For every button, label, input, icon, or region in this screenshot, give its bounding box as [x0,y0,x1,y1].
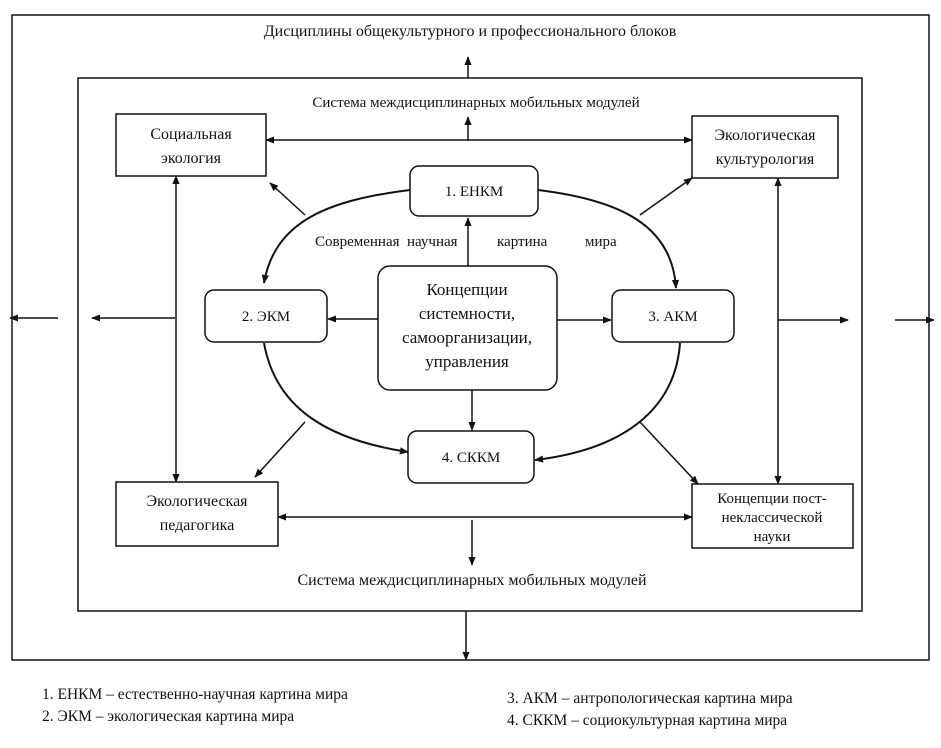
module-system-bottom-label: Система междисциплинарных мобильных моду… [297,572,646,589]
ellipse-arc-top [261,189,411,284]
arrow-to-postnonclassical [639,421,699,485]
svg-text:Социальная: Социальная [150,126,232,143]
ellipse-caption-word-2: научная [407,234,458,250]
ellipse-caption-word-1: Современная [315,234,400,250]
svg-text:Экологическая: Экологическая [714,127,816,144]
legend-item-akm: 3. АКМ – антропологическая картина мира [507,690,793,707]
svg-text:педагогика: педагогика [160,517,235,534]
arrow-to-social-ecology [269,182,306,216]
svg-text:4. СККМ: 4. СККМ [442,450,500,466]
box-social-ecology: Социальная экология [115,113,267,177]
arrow-to-eco-pedagogy [254,421,306,478]
box-ekm: 2. ЭКМ [204,289,328,343]
svg-text:системности,: системности, [419,304,515,323]
arrow-to-eco-culturology [639,177,693,216]
svg-text:управления: управления [425,352,509,371]
ellipse-caption-word-3: картина [497,234,548,250]
svg-text:экология: экология [161,150,222,167]
ellipse-arc-left-bottom [263,342,409,455]
svg-text:1. ЕНКМ: 1. ЕНКМ [445,184,503,200]
ellipse-caption-word-4: мира [585,234,617,250]
svg-text:науки: науки [754,529,791,545]
legend-item-ekm: 2. ЭКМ – экологическая картина мира [42,708,295,725]
legend-left: 1. ЕНКМ – естественно-научная картина ми… [42,684,348,728]
ellipse-arc-top-right [537,189,680,289]
box-eco-culturology: Экологическая культурология [691,115,839,179]
svg-text:3. АКМ: 3. АКМ [648,309,697,325]
box-skkm: 4. СККМ [407,430,535,484]
ellipse-arc-right-bottom [534,342,681,463]
module-system-top-label: Система междисциплинарных мобильных моду… [312,95,639,111]
svg-text:неклассической: неклассической [722,510,823,526]
box-akm: 3. АКМ [611,289,735,343]
box-center-concepts: Концепции системности, самоорганизации, … [377,265,558,391]
inner-frame [77,77,863,612]
svg-text:Экологическая: Экологическая [146,493,248,510]
svg-text:Концепции пост-: Концепции пост- [717,491,826,507]
outer-frame [11,14,930,661]
concept-diagram: Дисциплины общекультурного и профессиона… [9,14,935,661]
svg-text:самоорганизации,: самоорганизации, [402,328,532,347]
legend-right: 3. АКМ – антропологическая картина мира … [507,688,793,732]
top-title: Дисциплины общекультурного и профессиона… [264,23,677,40]
legend-item-enkm: 1. ЕНКМ – естественно-научная картина ми… [42,686,348,703]
box-eco-pedagogy: Экологическая педагогика [115,481,279,547]
svg-text:Концепции: Концепции [426,280,507,299]
svg-text:культурология: культурология [716,151,815,168]
svg-text:2. ЭКМ: 2. ЭКМ [242,309,290,325]
box-enkm: 1. ЕНКМ [409,165,539,217]
legend-item-skkm: 4. СККМ – социокультурная картина мира [507,712,788,729]
box-postnonclassical: Концепции пост- неклассической науки [691,483,854,549]
